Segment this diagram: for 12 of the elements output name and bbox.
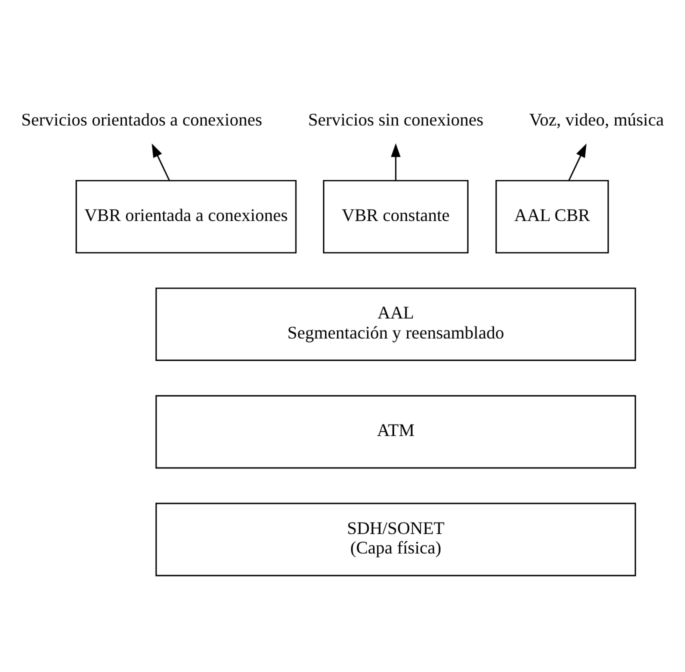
node-box: SDH/SONET (Capa física) <box>155 502 636 576</box>
node-text: Servicios orientados a conexiones <box>21 109 262 130</box>
node-text: Servicios sin conexiones <box>308 109 484 130</box>
node-text: Voz, video, música <box>529 109 664 130</box>
node-box: VBR orientada a conexiones <box>76 179 297 253</box>
arrow <box>152 142 170 180</box>
node-box: AAL CBR <box>495 179 609 253</box>
node-box: AAL Segmentación y reensamblado <box>155 287 636 361</box>
arrow <box>568 142 586 180</box>
node-box: VBR constante <box>322 179 469 253</box>
node-box: ATM <box>155 394 636 468</box>
arrow <box>390 142 401 180</box>
